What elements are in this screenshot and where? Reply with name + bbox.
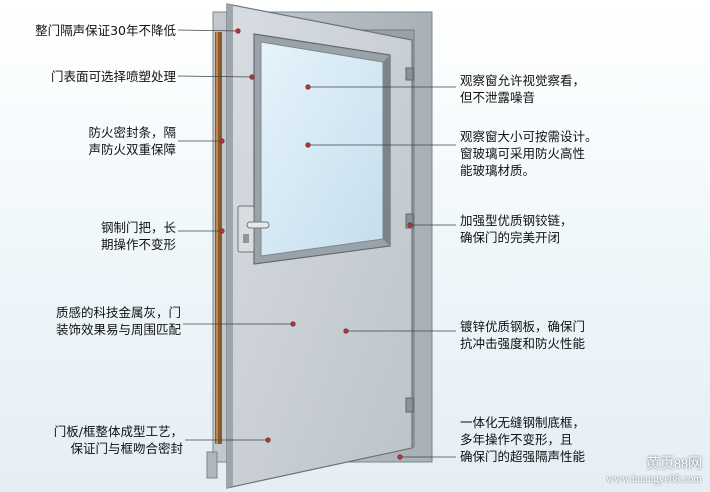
observation-window bbox=[253, 33, 391, 265]
label-fire-seal: 防火密封条，隔 声防火双重保障 bbox=[88, 125, 176, 157]
label-hinge: 加强型优质钢铰链， 确保门的完美开闭 bbox=[460, 213, 573, 245]
door-handle bbox=[237, 205, 270, 253]
label-window-size: 观察窗大小可按需设计。 窗玻璃可采用防火高性 能玻璃材质。 bbox=[460, 129, 598, 178]
right-pointers bbox=[305, 84, 456, 460]
watermark: 黄页88网 www.huangye88.com bbox=[606, 457, 702, 486]
label-surface-coating: 门表面可选择喷塑处理 bbox=[50, 69, 176, 84]
label-integral-forming: 门板/框整体成型工艺， 保证门与框吻合密封 bbox=[53, 424, 183, 456]
label-soundproof-guarantee: 整门隔声保证30年不降低 bbox=[35, 23, 176, 38]
label-window-view: 观察窗允许视觉察看， 但不泄露噪音 bbox=[460, 73, 586, 105]
hinge-group bbox=[405, 67, 414, 413]
watermark-line2: www.huangye88.com bbox=[606, 473, 702, 485]
watermark-line1: 黄页88网 bbox=[646, 457, 702, 472]
label-bottom-frame: 一体化无缝钢制底框， 多年操作不变形，且 确保门的超强隔声性能 bbox=[460, 415, 586, 464]
label-steel-handle: 钢制门把，长 期操作不变形 bbox=[100, 220, 176, 252]
left-pointers bbox=[177, 28, 296, 443]
label-galvanized-steel: 镀锌优质钢板，确保门 抗冲击强度和防火性能 bbox=[460, 319, 586, 351]
fire-seal-strip bbox=[215, 32, 222, 444]
label-metal-gray: 质感的科技金属灰，门 装饰效果易与周围匹配 bbox=[55, 305, 181, 337]
